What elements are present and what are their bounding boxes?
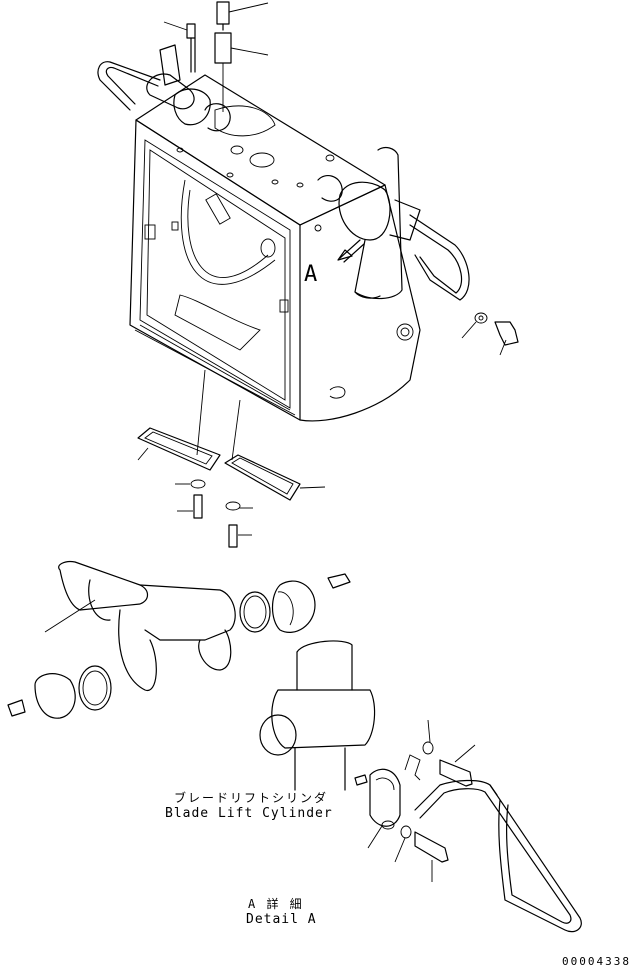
blade-lift-cylinder bbox=[259, 640, 376, 791]
cylinder-label-japanese: ブレードリフトシリンダ bbox=[174, 791, 329, 805]
bottom-plates bbox=[137, 369, 326, 548]
trunnion-assembly bbox=[7, 560, 351, 719]
top-fittings bbox=[163, 1, 269, 112]
detail-a-marker: A bbox=[304, 262, 318, 287]
detail-label-japanese: A 詳 細 bbox=[248, 897, 304, 911]
frame-bolt-right bbox=[461, 312, 519, 356]
drawing-code: 00004338 bbox=[562, 955, 631, 968]
detail-a-parts bbox=[354, 719, 582, 933]
cylinder-label-english: Blade Lift Cylinder bbox=[165, 806, 333, 821]
detail-label-english: Detail A bbox=[246, 912, 317, 927]
frame-box bbox=[97, 44, 470, 422]
